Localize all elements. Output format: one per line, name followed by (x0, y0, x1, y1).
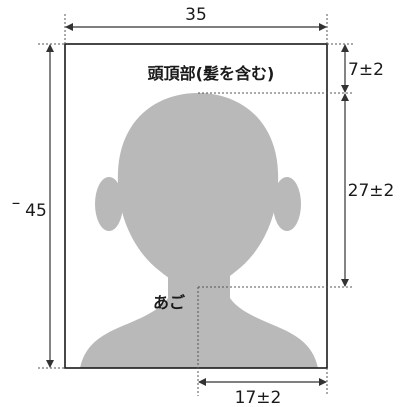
crown-label: 頭頂部(髪を含む) (148, 64, 275, 83)
dimension-lines (46, 23, 349, 386)
right-ear-silhouette (273, 177, 301, 231)
face-height-label: 27±2 (348, 181, 395, 201)
face-silhouette (117, 93, 279, 287)
height-dash: – (12, 193, 21, 213)
photo-frame (64, 43, 328, 369)
height-label: 45 (25, 201, 47, 221)
top-margin-label: 7±2 (348, 60, 384, 80)
head-silhouette (80, 93, 318, 368)
shoulders-silhouette (80, 258, 318, 368)
width-label: 35 (185, 5, 207, 25)
chin-label: あご (153, 293, 185, 312)
left-ear-silhouette (95, 177, 123, 231)
chin-offset-label: 17±2 (235, 388, 282, 407)
dotted-guides (38, 14, 354, 396)
